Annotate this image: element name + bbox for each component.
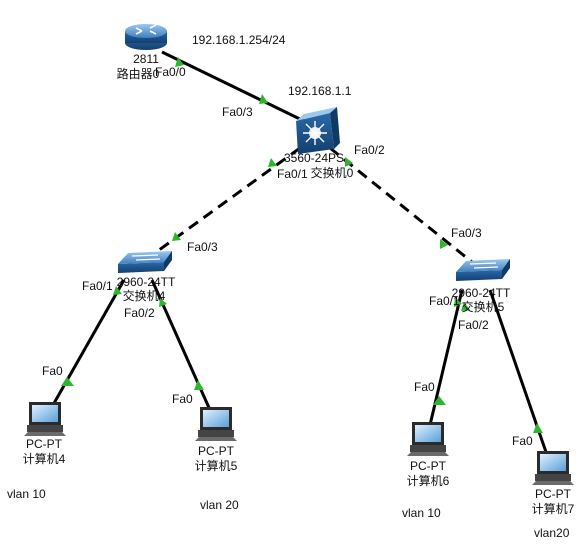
core-switch-device[interactable]: 3560-24PS 交换机0 bbox=[284, 107, 354, 180]
port-label-swr-fa0-1: Fa0/1 bbox=[429, 294, 460, 308]
vlan-label-pc7: vlan20 bbox=[532, 525, 572, 541]
pc-icon bbox=[407, 422, 449, 456]
link-indicator-swr-fa0-3 bbox=[440, 239, 448, 249]
link-indicator-swr-fa0-2 bbox=[461, 302, 470, 311]
pc-icon bbox=[195, 407, 237, 441]
cable-core-switch-right[interactable] bbox=[329, 146, 473, 264]
link-indicator-core-fa0-3 bbox=[259, 94, 268, 104]
switch-left-model-label: 2960-24TT bbox=[117, 275, 176, 289]
pc6-device[interactable]: PC-PT 计算机6 bbox=[407, 422, 450, 488]
multilayer-switch-icon bbox=[296, 107, 340, 154]
router-device[interactable]: 2811 路由器0 bbox=[117, 24, 167, 81]
vlan-label-pc4: vlan 10 bbox=[5, 486, 48, 502]
link-indicator-pc6-fa0 bbox=[433, 396, 446, 405]
link-indicators bbox=[61, 57, 543, 433]
port-label-pc5-fa0: Fa0 bbox=[172, 392, 193, 406]
link-indicator-swl-fa0-2 bbox=[159, 298, 167, 307]
pc4-model-label: PC-PT bbox=[26, 437, 63, 451]
port-label-core-fa0-3: Fa0/3 bbox=[222, 105, 253, 119]
switch-left-name-label: 交换机4 bbox=[123, 288, 166, 303]
switch-right-name-label: 交换机5 bbox=[462, 299, 505, 314]
port-label-core-fa0-1: Fa0/1 bbox=[277, 167, 308, 181]
cable-core-switch-left[interactable] bbox=[147, 146, 301, 260]
pc-icon bbox=[24, 402, 66, 436]
cable-router-core[interactable] bbox=[161, 50, 307, 124]
switch-left-device[interactable]: 2960-24TT 交换机4 bbox=[117, 251, 176, 303]
pc5-name-label: 计算机5 bbox=[195, 458, 238, 473]
link-indicator-swr-fa0-1 bbox=[454, 297, 462, 307]
pc6-name-label: 计算机6 bbox=[407, 473, 450, 488]
pc6-model-label: PC-PT bbox=[410, 459, 447, 473]
port-label-swr-fa0-2: Fa0/2 bbox=[458, 318, 489, 332]
pc7-device[interactable]: PC-PT 计算机7 bbox=[532, 451, 575, 516]
switch-icon bbox=[456, 259, 510, 281]
cables bbox=[51, 50, 548, 453]
link-indicator-swl-fa0-1 bbox=[113, 286, 122, 295]
vlan-label-pc6: vlan 10 bbox=[400, 505, 443, 521]
switch-icon bbox=[118, 251, 172, 273]
router-name-label: 路由器0 bbox=[117, 66, 160, 81]
router-icon bbox=[125, 24, 167, 50]
port-label-swl-fa0-1: Fa0/1 bbox=[82, 279, 113, 293]
core-model-label: 3560-24PS bbox=[284, 151, 344, 165]
port-label-swl-fa0-2: Fa0/2 bbox=[124, 306, 155, 320]
link-indicator-core-fa0-1 bbox=[268, 158, 277, 167]
cable-switch-left-pc4[interactable] bbox=[51, 279, 126, 406]
switch-right-device[interactable]: 2960-24TT 交换机5 bbox=[452, 259, 511, 314]
link-indicator-pc7-fa0 bbox=[533, 423, 543, 433]
router-ip-label: 192.168.1.254/24 bbox=[192, 33, 286, 47]
pc4-device[interactable]: PC-PT 计算机4 bbox=[23, 402, 66, 466]
link-indicator-swl-fa0-3 bbox=[172, 232, 181, 241]
core-name-label: 交换机0 bbox=[311, 165, 354, 180]
pc5-device[interactable]: PC-PT 计算机5 bbox=[195, 407, 238, 473]
pc7-name-label: 计算机7 bbox=[532, 501, 575, 516]
port-label-pc4-fa0: Fa0 bbox=[42, 364, 63, 378]
pc4-name-label: 计算机4 bbox=[23, 451, 66, 466]
router-model-label: 2811 bbox=[133, 52, 159, 66]
link-indicator-pc5-fa0 bbox=[194, 380, 204, 390]
link-indicator-core-fa0-2 bbox=[345, 157, 353, 167]
vlan-label-pc5: vlan 20 bbox=[198, 497, 241, 513]
pc5-model-label: PC-PT bbox=[198, 444, 235, 458]
port-label-swr-fa0-3: Fa0/3 bbox=[451, 226, 482, 240]
port-label-pc6-fa0: Fa0 bbox=[414, 380, 435, 394]
pc-icon bbox=[532, 451, 574, 485]
port-label-pc7-fa0: Fa0 bbox=[512, 434, 533, 448]
port-label-swl-fa0-3: Fa0/3 bbox=[187, 240, 218, 254]
pc7-model-label: PC-PT bbox=[535, 487, 572, 501]
port-label-router-fa0-0: Fa0/0 bbox=[155, 65, 186, 79]
link-indicator-router-fa0-0 bbox=[175, 57, 184, 67]
port-label-core-fa0-2: Fa0/2 bbox=[354, 143, 385, 157]
link-indicator-pc4-fa0 bbox=[61, 377, 74, 386]
switch-right-model-label: 2960-24TT bbox=[452, 286, 511, 300]
core-ip-label: 192.168.1.1 bbox=[288, 84, 352, 98]
